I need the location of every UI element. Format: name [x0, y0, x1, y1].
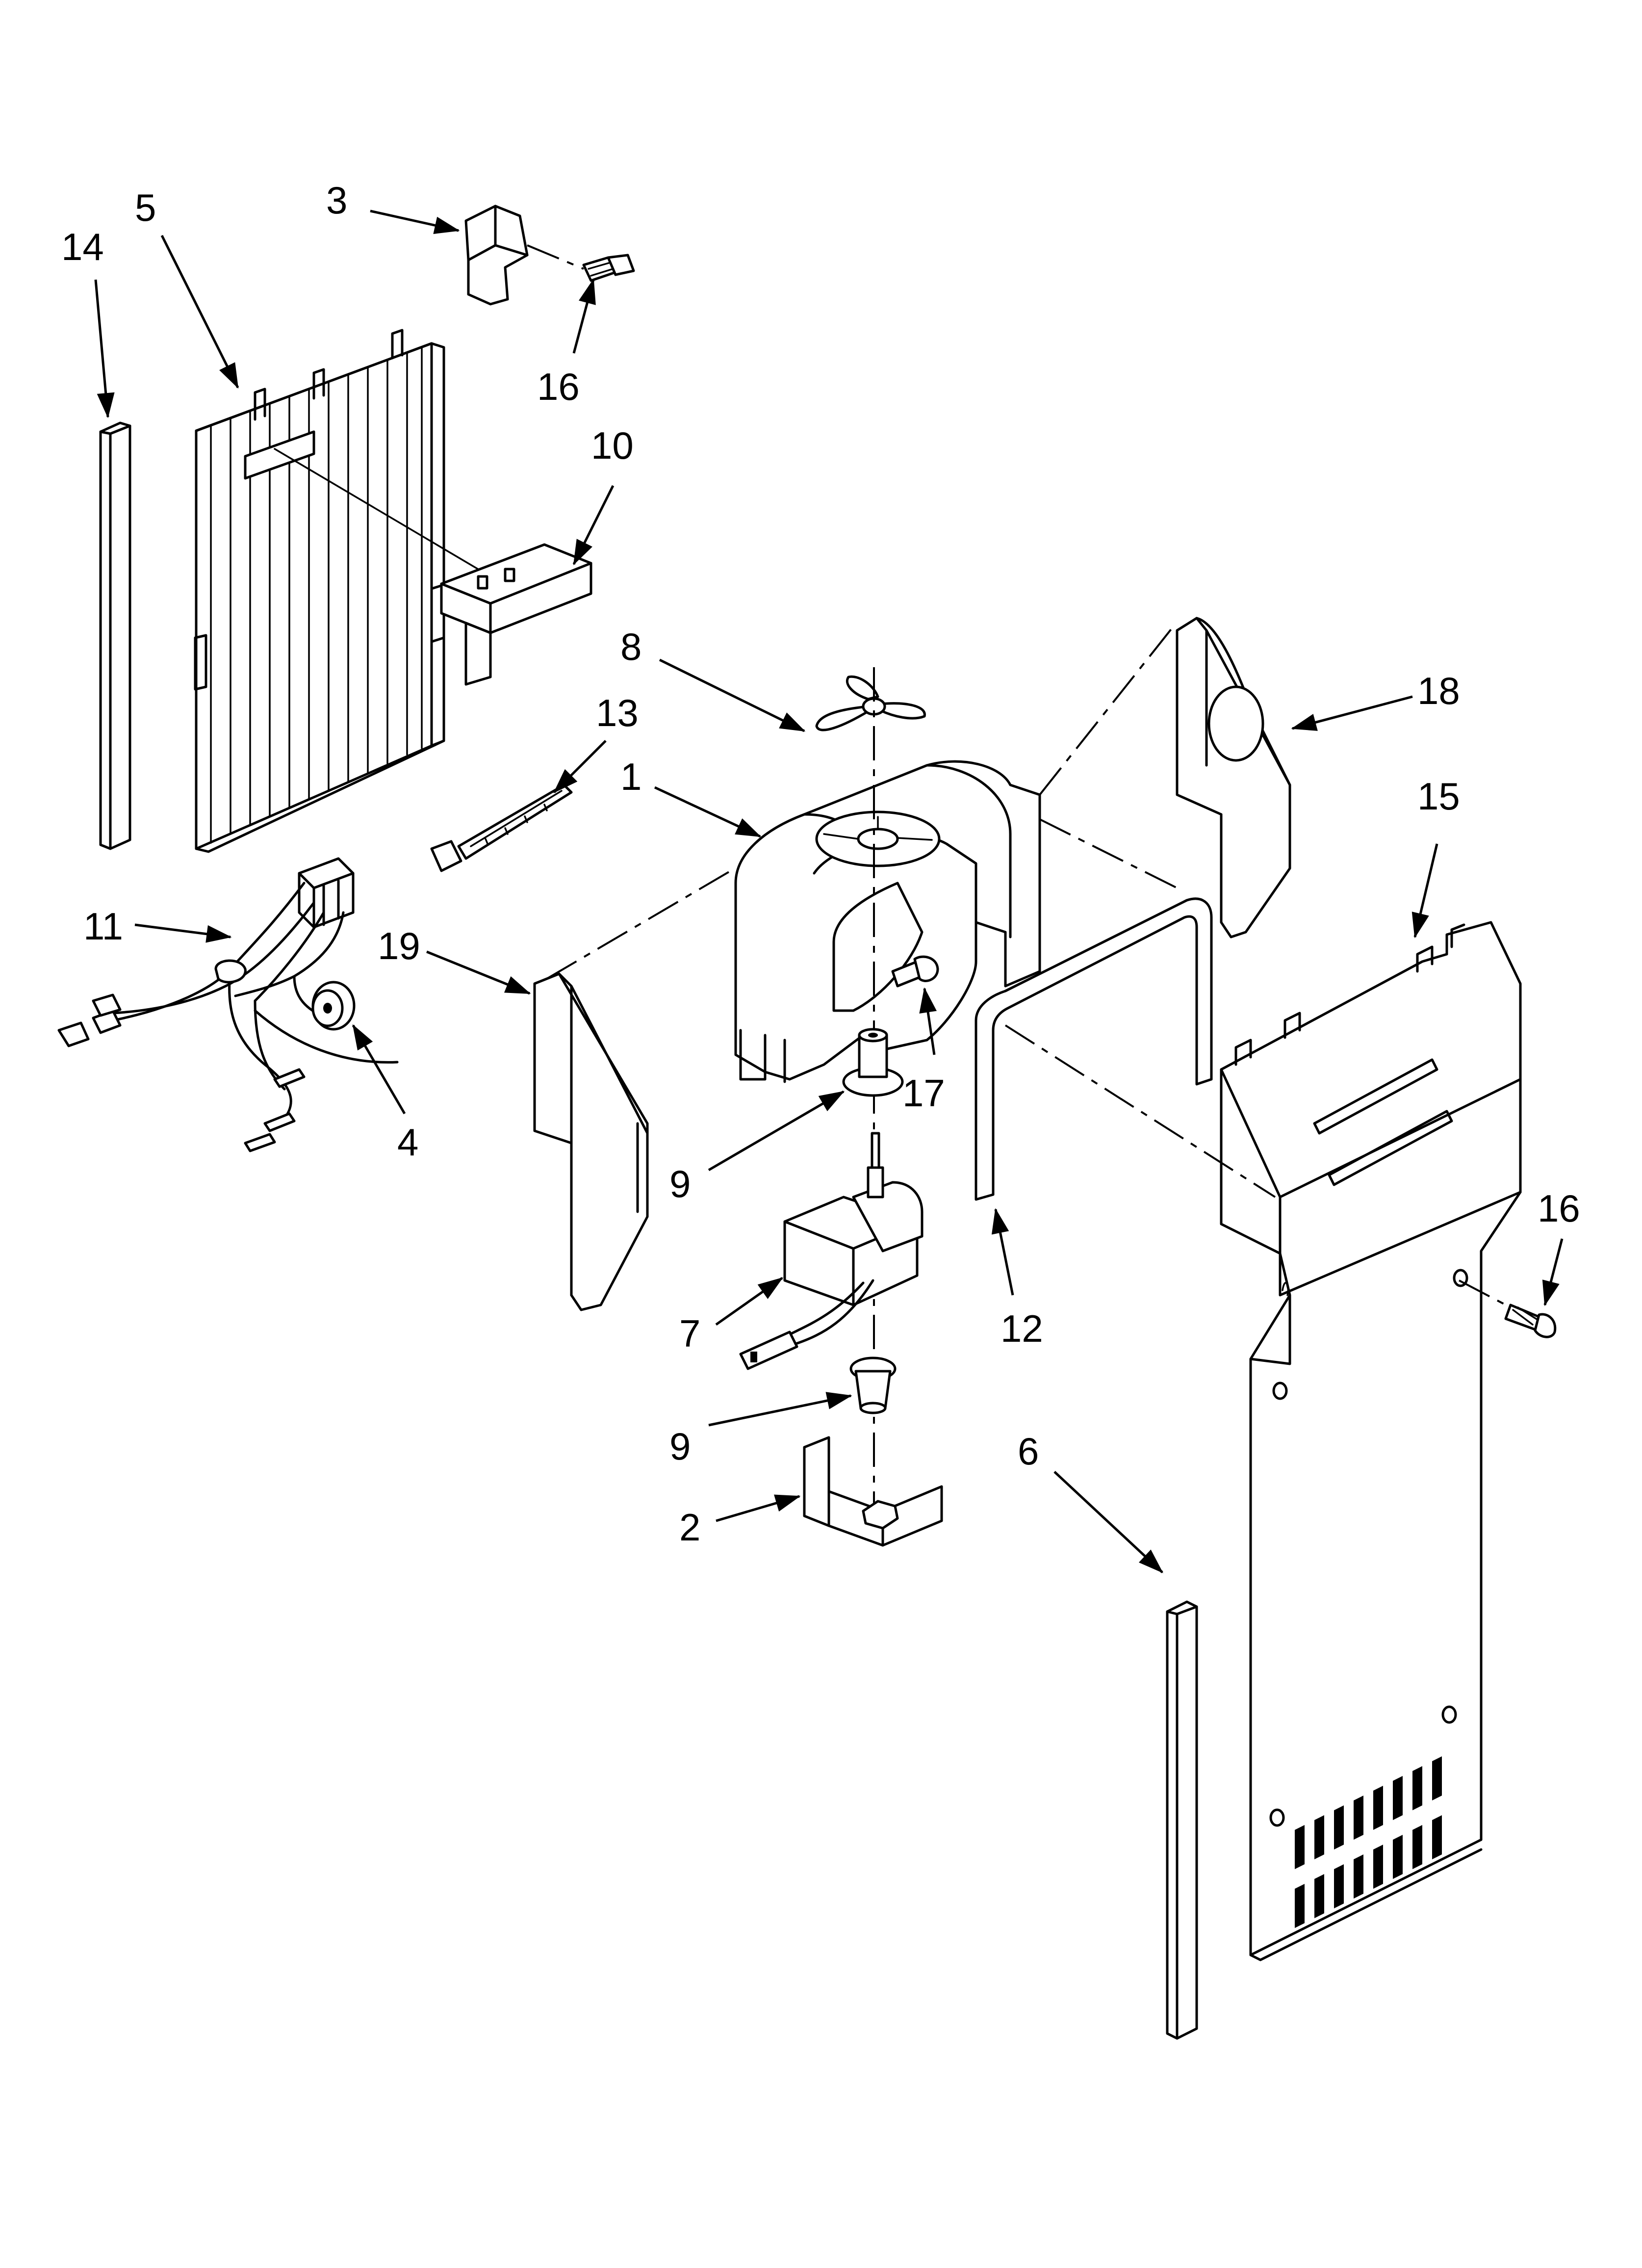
fan-shroud [734, 760, 1041, 1083]
callout-18: 18 [1417, 669, 1460, 712]
callout-19: 19 [378, 924, 420, 967]
duct-panel-right [1176, 617, 1291, 938]
gasket-strip-right [1166, 1600, 1198, 2040]
cable-tie [430, 783, 573, 872]
callout-9-upper: 9 [669, 1162, 691, 1205]
cap-screw-axis [527, 244, 584, 270]
callout-8: 8 [620, 625, 641, 668]
plug [311, 981, 356, 1031]
cover-to-bracket-line [274, 448, 491, 577]
callout-5: 5 [135, 186, 156, 229]
duct-panel-left [533, 972, 649, 1311]
callout-14: 14 [61, 225, 104, 268]
rear-cover-assembly [1220, 921, 1522, 1961]
callout-9-lower: 9 [669, 1425, 691, 1468]
fan-motor [739, 1132, 924, 1370]
gasket-strip-left [99, 421, 131, 850]
small-cap [464, 205, 529, 306]
callout-11: 11 [83, 905, 123, 948]
grommet-lower [849, 1356, 897, 1414]
cover-back-axis [1004, 1024, 1276, 1198]
callout-labels: 14 5 3 16 10 8 13 1 18 15 11 19 4 17 9 1… [61, 179, 1580, 1549]
callout-17: 17 [902, 1071, 945, 1115]
bracket [440, 543, 592, 686]
callout-2: 2 [679, 1506, 700, 1549]
shroud-right-axis [1039, 627, 1173, 796]
screw-top [582, 254, 635, 282]
callout-10: 10 [591, 424, 634, 467]
callout-15: 15 [1417, 775, 1460, 818]
callout-7: 7 [679, 1312, 700, 1355]
callout-4: 4 [397, 1121, 418, 1164]
callout-6: 6 [1018, 1430, 1039, 1473]
screw-right [1504, 1303, 1557, 1338]
panel-left-axis [546, 870, 732, 980]
callout-12: 12 [1001, 1307, 1043, 1350]
callout-1: 1 [620, 755, 641, 798]
callout-3: 3 [326, 179, 347, 222]
evaporator-cover-grid [194, 329, 445, 853]
callout-16-top: 16 [537, 365, 580, 408]
motor-bracket [803, 1436, 943, 1547]
fan-blade [815, 675, 926, 731]
leader-lines [94, 209, 1564, 1573]
screw-center [891, 955, 939, 988]
shroud-back-axis [1039, 818, 1178, 889]
callout-16-right: 16 [1538, 1187, 1580, 1230]
grommet-upper [842, 1028, 904, 1097]
callout-13: 13 [596, 691, 639, 734]
u-gasket [975, 897, 1213, 1201]
cover-screw-axis [1459, 1279, 1511, 1308]
